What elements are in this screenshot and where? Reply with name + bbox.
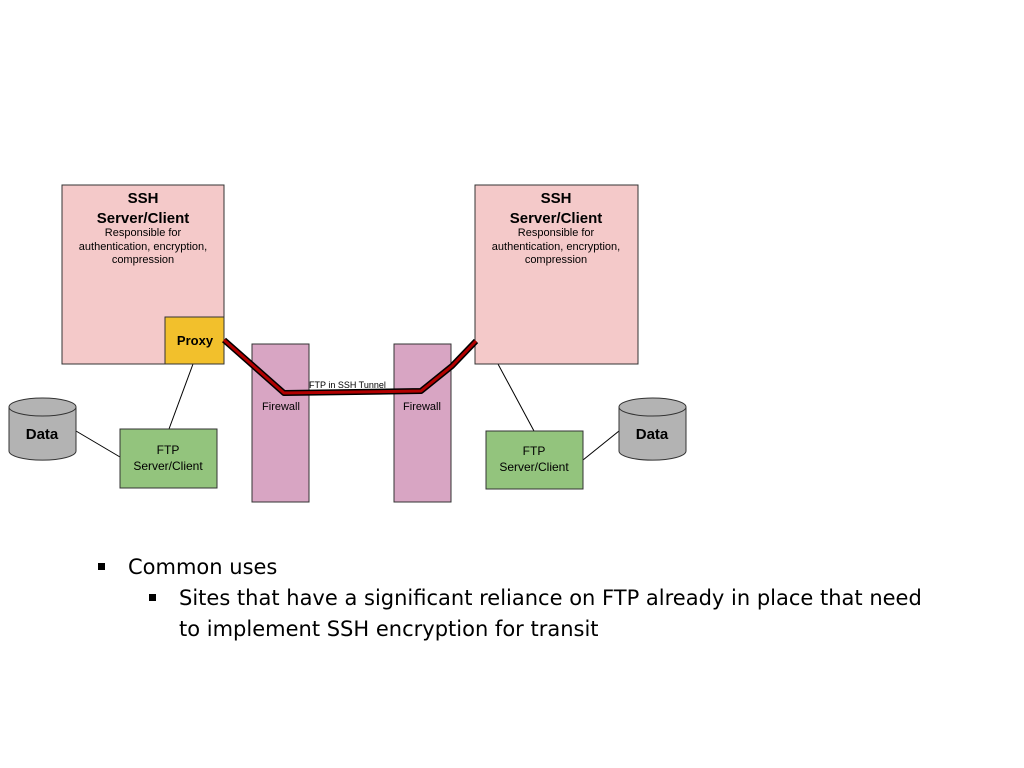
ftp-left-line2: Server/Client	[133, 459, 203, 473]
bullet-marker-level1	[98, 563, 105, 570]
bullet-marker-level2	[149, 594, 156, 601]
bullet-common-uses: Common uses	[128, 555, 278, 579]
connector-proxy-to-ftp-left	[168, 363, 194, 430]
ssh-title-left-line1: SSH	[128, 190, 159, 207]
ssh-desc-right-line2: authentication, encryption,	[492, 241, 620, 253]
ssh-desc-right-line3: compression	[525, 254, 587, 266]
ftp-box-right	[485, 430, 584, 490]
ftp-right-line1: FTP	[523, 444, 546, 458]
firewall-right	[393, 343, 452, 503]
connector-data-to-ftp-left	[75, 430, 121, 458]
ssh-title-left-line2: Server/Client	[97, 210, 190, 227]
firewall-left	[251, 343, 310, 503]
proxy-label: Proxy	[177, 333, 214, 348]
ssh-tunnel-line	[223, 338, 478, 395]
ftp-left-line1: FTP	[157, 443, 180, 457]
ssh-desc-left-line1: Responsible for	[105, 227, 182, 239]
bullet-sites-description: Sites that have a significant reliance o…	[179, 586, 922, 641]
ssh-desc-left-line3: compression	[112, 254, 174, 266]
tunnel-label: FTP in SSH Tunnel	[309, 380, 386, 390]
data-cylinder-left	[8, 397, 77, 461]
data-left-label: Data	[26, 426, 59, 443]
ssh-title-right-line2: Server/Client	[510, 210, 603, 227]
data-right-label: Data	[636, 426, 669, 443]
proxy-box	[164, 316, 225, 365]
firewall-right-label: Firewall	[403, 401, 441, 413]
ftp-box-left	[119, 428, 218, 489]
connector-ftp-to-data-right	[582, 430, 620, 461]
ftp-right-line2: Server/Client	[499, 460, 569, 474]
ssh-desc-right-line1: Responsible for	[518, 227, 595, 239]
ssh-box-right	[474, 184, 639, 365]
firewall-left-label: Firewall	[262, 401, 300, 413]
data-cylinder-right	[618, 397, 687, 461]
ssh-desc-left-line2: authentication, encryption,	[79, 241, 207, 253]
ssh-title-right-line1: SSH	[541, 190, 572, 207]
